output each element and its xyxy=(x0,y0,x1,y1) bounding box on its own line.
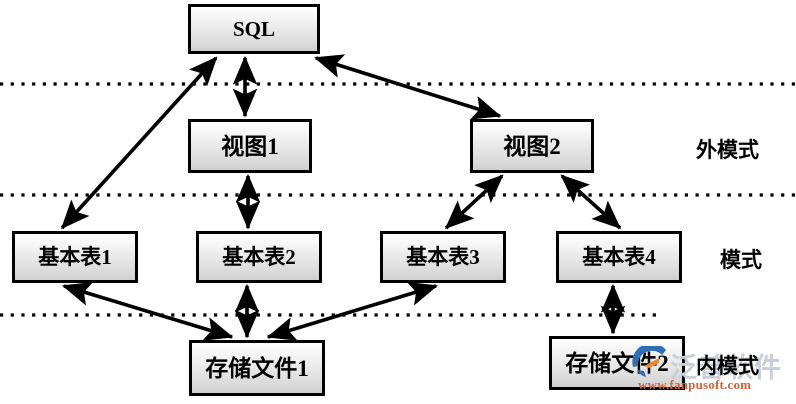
node-table3-label: 基本表3 xyxy=(406,244,480,269)
edge-table3-file1 xyxy=(266,282,439,341)
node-file2[interactable]: 存储文件2 xyxy=(549,336,685,390)
node-table4[interactable]: 基本表4 xyxy=(556,231,682,283)
node-view2-label: 视图2 xyxy=(503,133,561,159)
node-file1[interactable]: 存储文件1 xyxy=(189,340,325,396)
edge-view2-table4 xyxy=(560,174,622,230)
node-table4-label: 基本表4 xyxy=(582,244,656,269)
node-file2-label: 存储文件2 xyxy=(565,350,669,376)
node-view2[interactable]: 视图2 xyxy=(470,119,594,173)
node-table1-label: 基本表1 xyxy=(38,244,112,269)
layer-label-external: 外模式 xyxy=(696,138,759,162)
node-table2[interactable]: 基本表2 xyxy=(196,231,322,283)
node-sql[interactable]: SQL xyxy=(188,4,320,54)
node-sql-label: SQL xyxy=(232,16,276,41)
node-table1[interactable]: 基本表1 xyxy=(12,231,138,283)
edge-sql-table1 xyxy=(60,56,218,230)
layer-label-conceptual: 模式 xyxy=(720,248,762,272)
edge-view2-table3 xyxy=(444,174,504,230)
node-view1-label: 视图1 xyxy=(221,133,279,159)
node-table3[interactable]: 基本表3 xyxy=(380,231,506,283)
layer-label-internal: 内模式 xyxy=(696,354,759,378)
node-table2-label: 基本表2 xyxy=(222,244,296,269)
node-file1-label: 存储文件1 xyxy=(205,355,309,381)
edge-sql-view2 xyxy=(313,54,502,120)
edge-table1-file1 xyxy=(61,282,234,341)
node-view1[interactable]: 视图1 xyxy=(188,119,312,173)
